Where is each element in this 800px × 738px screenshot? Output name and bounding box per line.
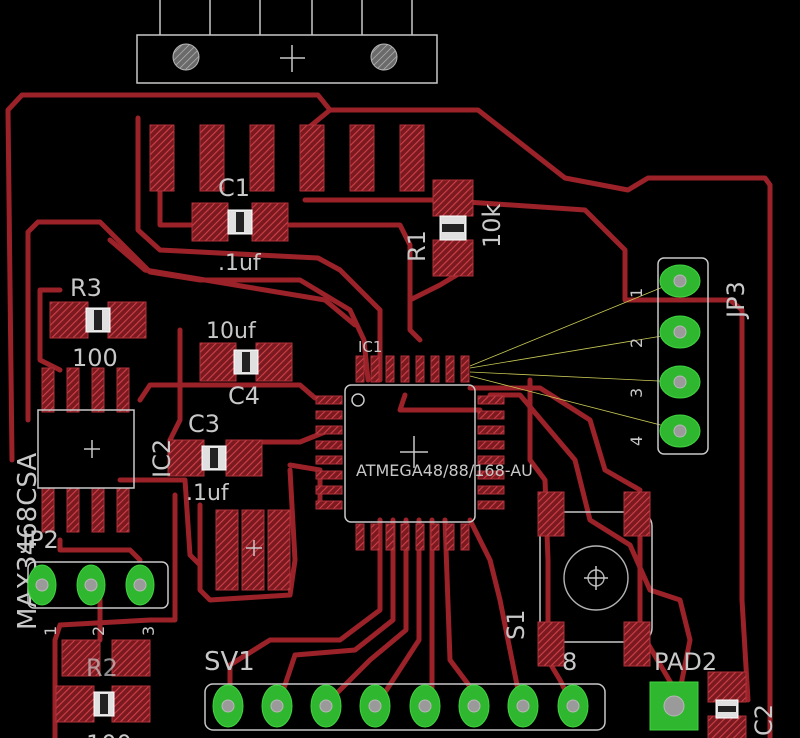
sv1-header: SV1 8 [204,647,606,731]
jp2-pin3-label: 3 [139,626,158,636]
ic2-name-label: IC2 [148,439,176,478]
jp3-name-label: JP3 [722,281,750,320]
r1-component: R1 10k [403,179,506,277]
mounting-hole-right [370,43,398,71]
jp2-name-label: JP2 [20,526,59,554]
r3-name-label: R3 [70,274,102,302]
s1-switch: S1 [502,491,653,667]
jp3-pin1-label: 1 [627,288,646,298]
jp2-header: JP2 1 2 3 [20,526,169,636]
ic1-name-label: IC1 [358,338,382,356]
ic1-pins [315,355,505,551]
copper-traces [5,92,773,738]
c4-value-label: 10uf [206,319,257,344]
c4-name-label: C4 [228,382,260,410]
r3-component: R3 100 [49,274,147,372]
mounting-hole-left [172,43,200,71]
c3-component: C3 .1uf [167,410,263,506]
ic1-value-label: ATMEGA48/88/168-AU [356,461,533,480]
c2-component: C2 [707,671,778,738]
sv1-name-label: SV1 [204,647,255,677]
c2-name-label: C2 [750,704,778,736]
pad2-component: PAD2 [649,648,717,731]
r1-name-label: R1 [403,230,431,262]
sv1-pin8-label: 8 [562,648,577,676]
r2-name-label: R2 [86,654,118,682]
top-connector [136,0,438,84]
s1-name-label: S1 [502,609,530,640]
r2-component: R2 100 [55,639,151,738]
c4-component: 10uf C4 [199,319,293,410]
r3-value-label: 100 [72,344,118,372]
top-smd-pads [149,124,425,192]
c3-value-label: .1uf [186,481,230,506]
c3-name-label: C3 [188,410,220,438]
r1-value-label: 10k [478,203,506,248]
smd-block-lower-left [215,509,291,591]
jp3-pin3-label: 3 [627,388,646,398]
c1-component: C1 .1uf [191,174,289,276]
pad2-name-label: PAD2 [654,648,717,676]
r2-value-label: 100 [86,730,132,738]
jp3-pin4-label: 4 [627,436,646,446]
ic1-component: IC1 ATMEGA48/88/168-AU [315,338,533,551]
c1-value-label: .1uf [218,251,262,276]
jp2-pin1-label: 1 [41,626,60,636]
jp3-header: JP3 1 2 3 4 [627,257,750,455]
jp2-pin2-label: 2 [89,626,108,636]
c1-name-label: C1 [218,174,250,202]
airwires [469,279,681,431]
jp3-pin2-label: 2 [627,338,646,348]
